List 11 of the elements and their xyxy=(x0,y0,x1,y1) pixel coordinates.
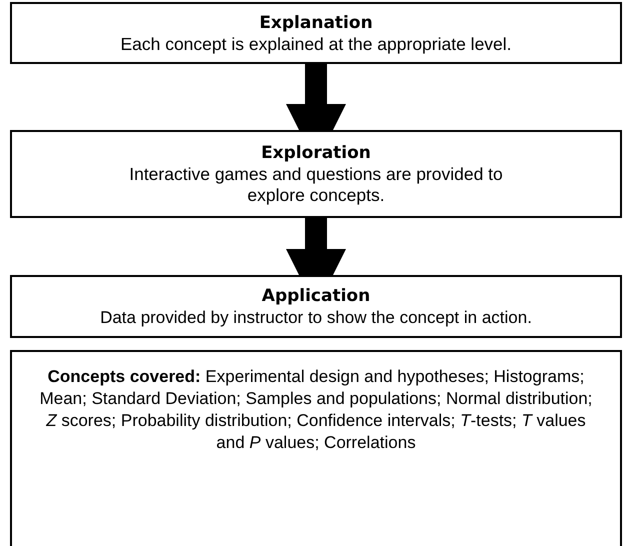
process-box xyxy=(10,2,622,64)
box-heading: Exploration xyxy=(260,142,372,164)
process-box xyxy=(10,130,622,218)
box-text: Data provided by instructor to show the concept in action. xyxy=(99,307,533,328)
box-text: Each concept is explained at the appropriate level. xyxy=(119,34,513,54)
box-heading: Explanation xyxy=(258,12,374,34)
box-heading: Application xyxy=(260,285,372,307)
box-text: Interactive games and questions are provided to explore concepts. xyxy=(128,164,504,206)
box-text: Concepts covered: Experimental design and hypotheses; Histograms; Mean; Standard Deviation; Samples and populations; Normal distribution; Z scores; Probability distribution; Confidence intervals; T-tests; T values and P values; Correlations xyxy=(38,366,594,454)
process-box xyxy=(10,275,622,338)
process-box xyxy=(10,350,622,546)
